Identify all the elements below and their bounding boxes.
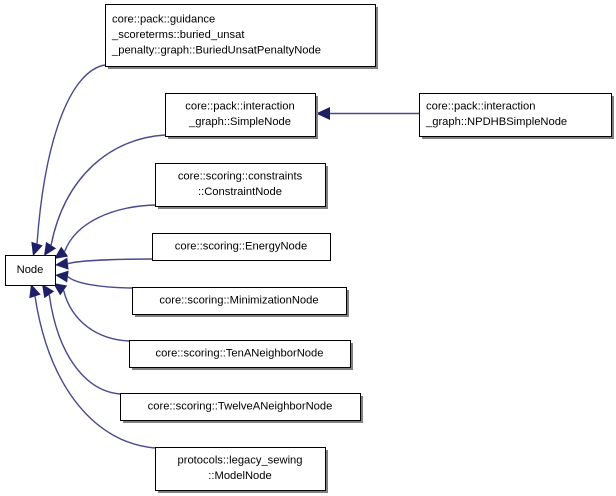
class-box-label-line: core::scoring::MinimizationNode [159, 294, 318, 306]
class-box-frame [120, 393, 361, 421]
edge-constraint-to-node [63, 204, 156, 252]
edge-minimization-to-node-arrowhead [55, 270, 69, 283]
class-box-frame [105, 4, 376, 67]
class-box-label-line: core::pack::interaction [426, 101, 535, 113]
class-box-label-line: protocols::legacy_sewing [178, 455, 303, 467]
edge-model-to-node-arrowhead [29, 284, 41, 299]
class-box-label-line: core::pack::interaction [185, 101, 294, 113]
class-box-ten-a-neighbor-node[interactable]: core::scoring::TenANeighborNode [129, 340, 354, 371]
edge-twelvea-to-node-arrowhead [42, 284, 55, 299]
class-box-frame [152, 233, 331, 261]
edge-simple-to-node-arrowhead [44, 241, 57, 256]
edge-npdhb-to-simple-arrowhead [316, 107, 330, 120]
class-box-frame [165, 93, 316, 137]
class-box-simple-node[interactable]: core::pack::interaction_graph::SimpleNod… [165, 93, 319, 140]
edge-tena-to-node-arrowhead [53, 283, 68, 296]
edge-tena-to-node [62, 290, 130, 342]
class-box-label-line: core::scoring::TwelveANeighborNode [148, 400, 333, 412]
class-box-frame [419, 93, 612, 137]
class-box-frame [155, 163, 326, 207]
class-box-frame [132, 287, 347, 315]
class-box-npdhb-simple-node[interactable]: core::pack::interaction_graph::NPDHBSimp… [419, 93, 615, 140]
class-box-label-line: core::scoring::constraints [178, 171, 303, 183]
class-box-buried-unsat-penalty-node[interactable]: core::pack::guidance_scoreterms::buried_… [105, 4, 379, 70]
class-box-frame [129, 340, 351, 368]
class-box-model-node[interactable]: protocols::legacy_sewing::ModelNode [155, 447, 329, 494]
edge-simple-to-node [50, 134, 166, 246]
edge-buried-unsat-to-node [36, 64, 106, 244]
class-box-label-line: ::ConstraintNode [198, 186, 282, 198]
edge-energy-to-node [67, 258, 153, 265]
edge-model-to-node [34, 296, 156, 449]
class-box-twelve-a-neighbor-node[interactable]: core::scoring::TwelveANeighborNode [120, 393, 364, 424]
class-box-label-line: core::scoring::TenANeighborNode [156, 347, 324, 359]
nodes-layer: Node core::pack::guidance_scoreterms::bur… [5, 4, 615, 494]
class-box-node[interactable]: Node [5, 255, 56, 286]
class-box-label-line: _graph::SimpleNode [188, 116, 291, 128]
class-box-frame [5, 255, 56, 286]
edge-energy-to-node-arrowhead [55, 257, 69, 270]
class-box-constraint-node[interactable]: core::scoring::constraints::ConstraintNo… [155, 163, 329, 210]
edges-layer [29, 64, 419, 449]
class-box-minimization-node[interactable]: core::scoring::MinimizationNode [132, 287, 350, 318]
class-box-label-line: _graph::NPDHBSimpleNode [425, 116, 567, 128]
edge-constraint-to-node-arrowhead [54, 246, 69, 259]
edge-twelvea-to-node [48, 294, 121, 395]
edge-buried-unsat-to-node-arrowhead [31, 241, 43, 256]
class-box-label-line: _scoreterms::buried_unsat [111, 29, 245, 41]
edge-minimization-to-node [67, 276, 133, 289]
class-box-energy-node[interactable]: core::scoring::EnergyNode [152, 233, 331, 261]
class-box-label-line: core::scoring::EnergyNode [175, 240, 307, 252]
class-box-label-line: _penalty::graph::BuriedUnsatPenaltyNode [111, 44, 321, 56]
class-box-label-line: core::pack::guidance [112, 13, 215, 25]
class-box-label-line: ::ModelNode [208, 470, 271, 482]
class-box-frame [155, 447, 326, 491]
class-box-label-line: Node [17, 264, 44, 276]
